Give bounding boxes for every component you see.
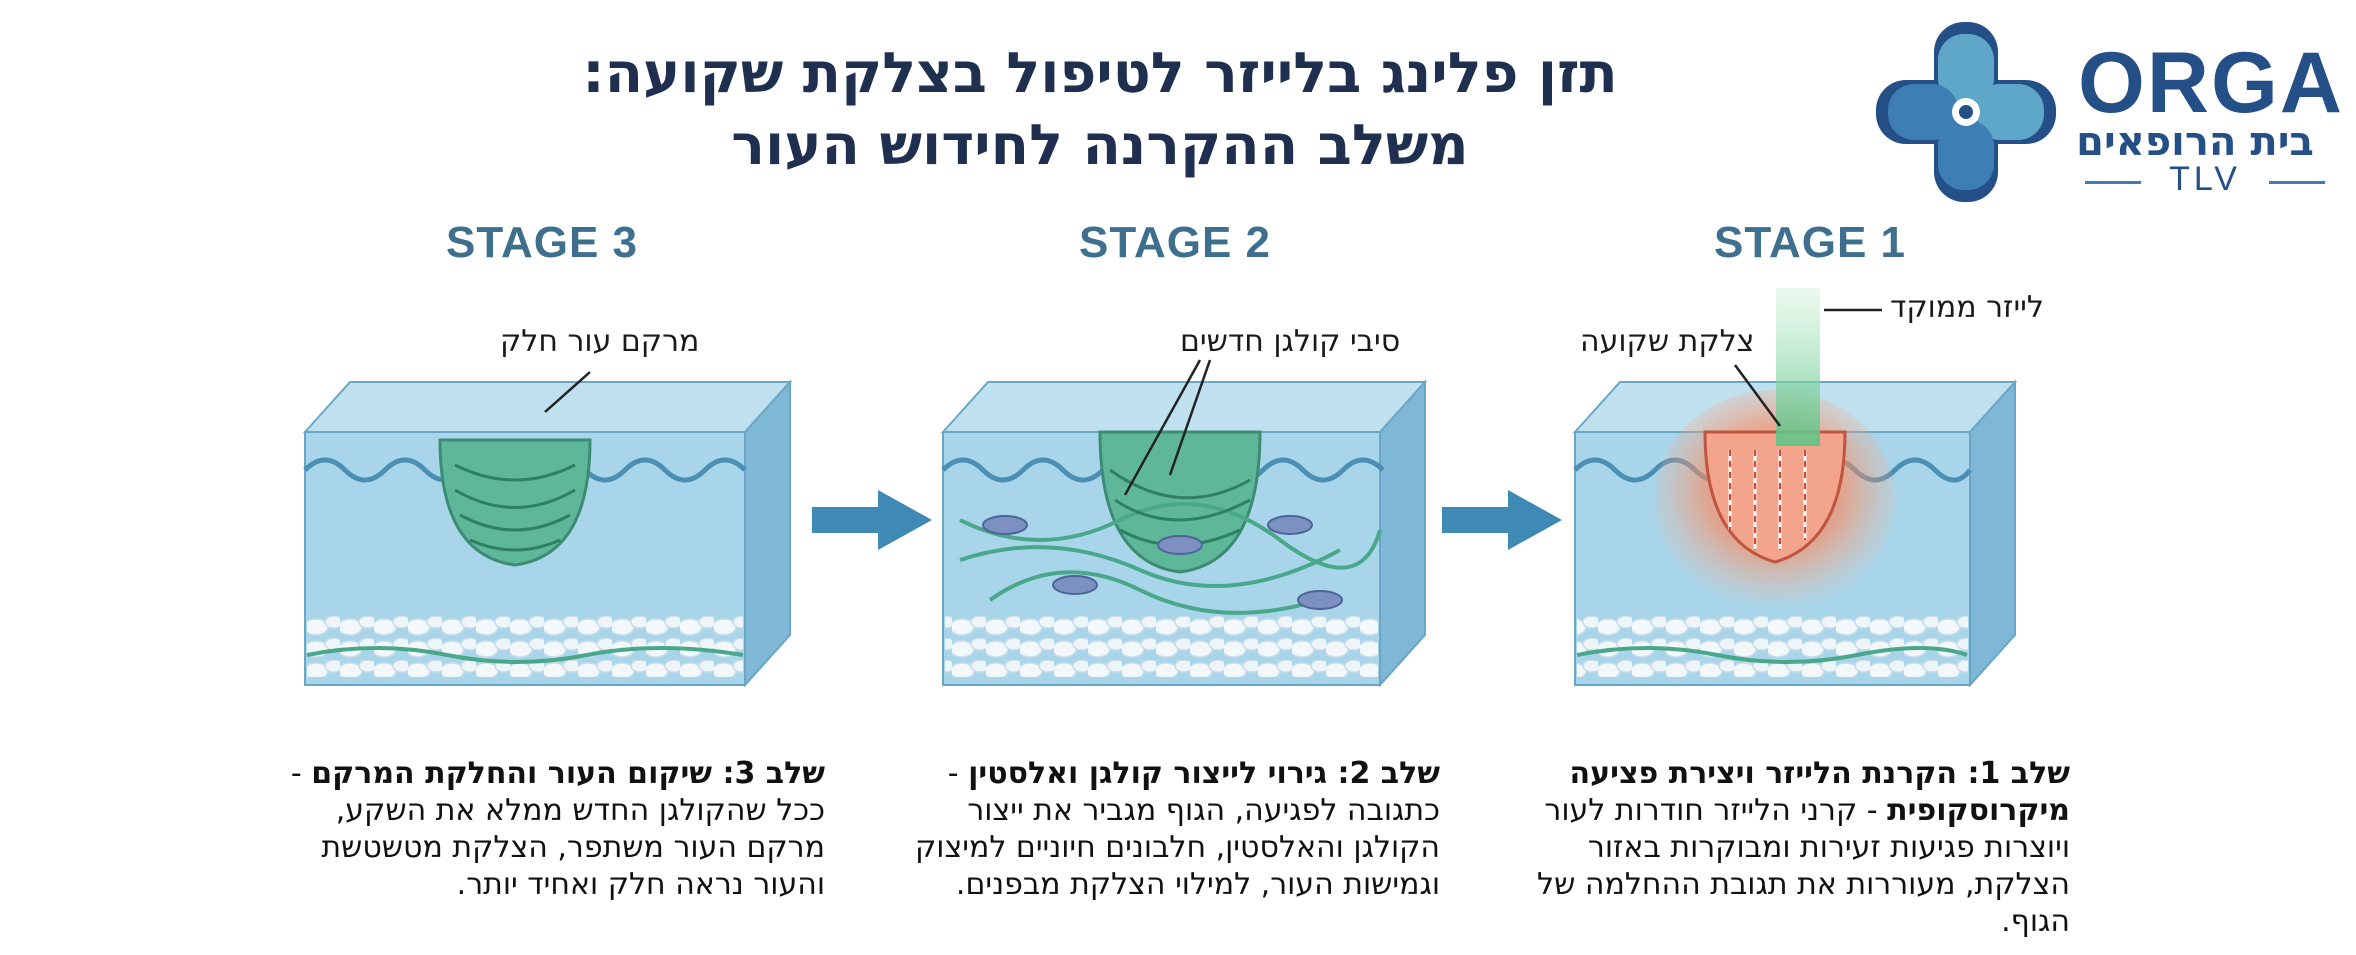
stage-2-desc-title: שלב 2: גירוי לייצור קולגן ואלסטין <box>968 756 1440 791</box>
stage-2-skin-block <box>940 379 1428 688</box>
stage-3-desc-text: - ככל שהקולגן החדש ממלא את השקע, מרקם הע… <box>290 756 825 902</box>
stage-1-desc-title: שלב 1: הקרנת הלייזר ויצירת פציעה מיקרוסק… <box>1569 756 2070 828</box>
arrow-stage1-to-2 <box>1442 490 1562 550</box>
laser-beam <box>1776 288 1820 446</box>
collagen-label-line-b <box>1168 359 1212 476</box>
label-smooth-texture: מרקם עור חלק <box>500 324 700 359</box>
stage-1-desc-text: - קרני הלייזר חודרות לעור ויוצרות פגיעות… <box>1537 793 2070 939</box>
smooth-label-line <box>544 371 591 413</box>
stage-3-desc-title: שלב 3: שיקום העור והחלקת המרקם <box>311 756 825 791</box>
stage-3-description: שלב 3: שיקום העור והחלקת המרקם - ככל שהק… <box>265 755 825 903</box>
logo-name: ORGA <box>2078 35 2344 131</box>
page-title: תזן פלינג בלייזר לטיפול בצלקת שקועה: משל… <box>400 38 1800 182</box>
arrow-stage2-to-3 <box>812 490 932 550</box>
stage-2-title: STAGE 2 <box>1078 218 1271 267</box>
logo-city: TLV <box>2085 160 2325 199</box>
scar-label-line <box>1733 364 1782 427</box>
stage-1-description: שלב 1: הקרנת הלייזר ויצירת פציעה מיקרוסק… <box>1510 755 2070 940</box>
stage-3-skin-block <box>302 379 793 688</box>
stage-3-title: STAGE 3 <box>445 218 638 267</box>
collagen-label-line-a <box>1123 359 1202 496</box>
title-line-2: משלב ההקרנה לחידוש העור <box>731 113 1469 178</box>
stage-2-desc-text: - כתגובה לפגיעה, הגוף מגביר את ייצור הקו… <box>914 756 1440 902</box>
label-focused-laser: לייזר ממוקד <box>1890 290 2044 325</box>
stage-1-title: STAGE 1 <box>1713 218 1906 267</box>
title-line-1: תזן פלינג בלייזר לטיפול בצלקת שקועה: <box>582 41 1618 106</box>
logo-subtitle: בית הרופאים <box>2076 119 2314 165</box>
label-new-collagen: סיבי קולגן חדשים <box>1180 324 1401 359</box>
stage-2-description: שלב 2: גירוי לייצור קולגן ואלסטין - כתגו… <box>880 755 1440 903</box>
label-depressed-scar: צלקת שקועה <box>1580 324 1755 359</box>
stage-1-skin-block <box>1572 379 2018 688</box>
